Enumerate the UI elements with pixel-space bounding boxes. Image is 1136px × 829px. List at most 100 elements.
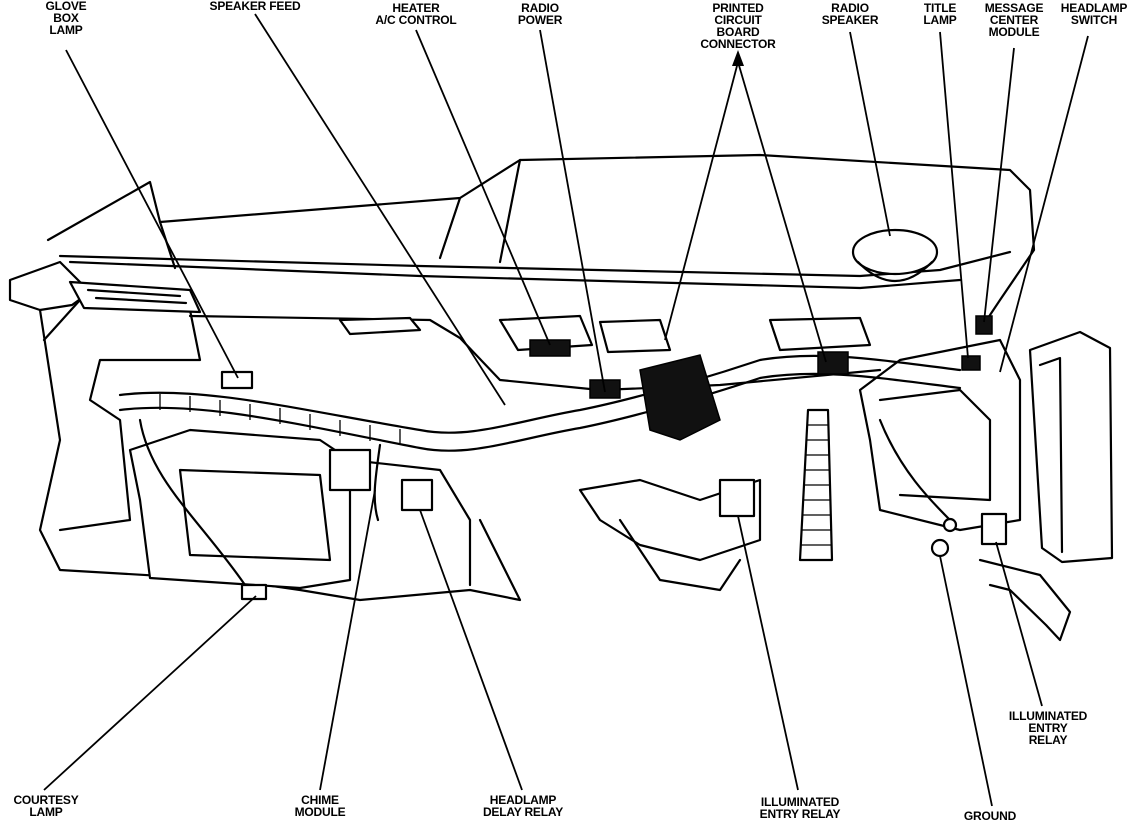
label-line: RADIO — [831, 1, 869, 15]
leader-glove-box-lamp — [65, 49, 239, 379]
label-line: LAMP — [29, 805, 63, 819]
leader-heater-ac-control — [415, 29, 551, 346]
leader-chime-module — [319, 489, 376, 791]
mid-recess-4 — [768, 316, 872, 352]
glove-box-face — [178, 468, 332, 562]
harness-courtesy-drop — [138, 418, 247, 587]
leader-title-lamp — [939, 31, 969, 359]
illuminated-entry-relay-right-shape — [980, 512, 1008, 546]
leader-pcb-connector-arrow — [732, 50, 744, 66]
label-line: MODULE — [988, 25, 1040, 39]
label-line: CENTER — [989, 13, 1039, 27]
label-ground: GROUND — [950, 810, 1030, 822]
label-line: SPEAKER — [821, 13, 879, 27]
label-line: ENTRY — [1028, 721, 1068, 735]
label-line: SWITCH — [1070, 13, 1118, 27]
harness-chime-drop — [373, 443, 382, 522]
label-line: HEATER — [392, 1, 440, 15]
label-line: BOX — [53, 11, 79, 25]
label-line: GROUND — [963, 809, 1017, 823]
label-line: DELAY RELAY — [482, 805, 564, 819]
dash-top-inner — [58, 250, 1012, 278]
label-speaker-feed: SPEAKER FEED — [205, 0, 305, 12]
dash-cowl — [68, 260, 962, 290]
label-line: ILLUMINATED — [1008, 709, 1088, 723]
headlamp-delay-relay-shape — [400, 478, 434, 512]
leader-ground — [939, 555, 993, 807]
corrugated-rings — [801, 424, 832, 546]
label-line: GLOVE — [45, 0, 87, 13]
label-line: RADIO — [521, 1, 559, 15]
leader-illuminated-entry-relay-right — [995, 541, 1043, 707]
label-line: ILLUMINATED — [760, 795, 840, 809]
label-line: MESSAGE — [984, 1, 1044, 15]
label-line: TITLE — [923, 1, 957, 15]
left-vent — [68, 280, 202, 314]
radio-speaker-base — [856, 260, 934, 283]
ground-eyelet-shape — [942, 517, 958, 533]
illuminated-entry-relay-center-shape — [718, 478, 756, 518]
label-line: MODULE — [294, 805, 346, 819]
leader-radio-power — [539, 29, 606, 393]
label-line: HEADLAMP — [489, 793, 557, 807]
title-lamp-shape — [961, 355, 981, 371]
left-vent-slot — [86, 288, 188, 305]
leader-courtesy-lamp — [43, 595, 257, 791]
label-line: PRINTED — [712, 1, 764, 15]
leader-radio-speaker — [849, 31, 891, 237]
leader-pcb-connector-a — [664, 61, 739, 341]
dash-top-outline — [46, 153, 1036, 332]
label-line: ENTRY RELAY — [759, 807, 841, 821]
label-line: LAMP — [49, 23, 83, 37]
leader-headlamp-switch — [999, 35, 1089, 373]
label-line: CHIME — [301, 793, 339, 807]
leader-pcb-connector-b — [737, 61, 827, 363]
leader-message-center-module — [983, 47, 1015, 323]
harness-ground-drop — [878, 418, 952, 522]
harness-segments — [159, 394, 401, 445]
mid-recess-1 — [338, 316, 422, 336]
left-end-panel — [8, 260, 92, 312]
headlamp-switch-housing — [1028, 330, 1114, 564]
mid-bar — [188, 314, 882, 392]
glove-box-edge — [348, 458, 472, 587]
radio-speaker-shape — [851, 228, 939, 276]
headlamp-switch-face — [1038, 356, 1064, 554]
leader-speaker-feed — [254, 13, 506, 406]
mid-recess-3 — [598, 318, 672, 354]
main-harness-2 — [118, 372, 962, 452]
leader-headlamp-delay-relay — [419, 509, 523, 791]
main-harness — [118, 354, 962, 434]
chime-module-shape — [328, 448, 372, 492]
center-stack — [578, 478, 762, 562]
label-line: POWER — [517, 13, 563, 27]
pcb-connector-shape — [639, 354, 721, 441]
glove-box-lamp-shape — [220, 370, 254, 390]
label-line: BOARD — [716, 25, 760, 39]
leader-illuminated-entry-relay-bottom — [737, 515, 799, 791]
label-line: RELAY — [1028, 733, 1068, 747]
label-line: SPEAKER FEED — [209, 0, 301, 13]
corrugated-tube — [798, 408, 834, 562]
right-panel-inner — [878, 388, 992, 502]
heater-control-connector-shape — [529, 339, 571, 357]
label-line: LAMP — [923, 13, 957, 27]
label-line: CONNECTOR — [700, 37, 776, 51]
label-line: HEADLAMP — [1060, 1, 1128, 15]
label-line: COURTESY — [13, 793, 79, 807]
label-line: CIRCUIT — [714, 13, 762, 27]
